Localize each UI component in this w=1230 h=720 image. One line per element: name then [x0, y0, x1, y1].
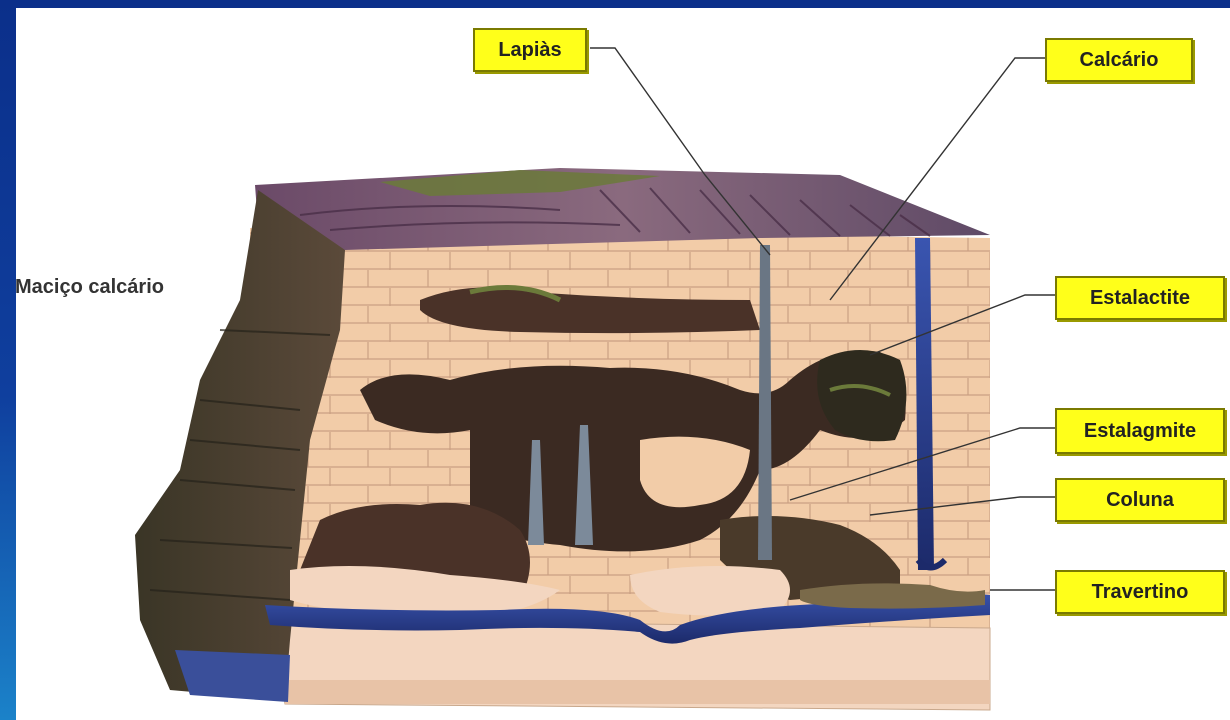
estalagmite-label: Estalagmite: [1055, 408, 1225, 454]
coluna-label: Coluna: [1055, 478, 1225, 522]
lapias-label: Lapiàs: [473, 28, 587, 72]
cliff-base-water: [175, 650, 290, 702]
base-stripe: [285, 680, 990, 704]
calcario-label: Calcário: [1045, 38, 1193, 82]
estalactite-label: Estalactite: [1055, 276, 1225, 320]
travertino-label: Travertino: [1055, 570, 1225, 614]
macico-label: Maciço calcário: [15, 276, 164, 299]
column-shaft: [758, 245, 772, 560]
